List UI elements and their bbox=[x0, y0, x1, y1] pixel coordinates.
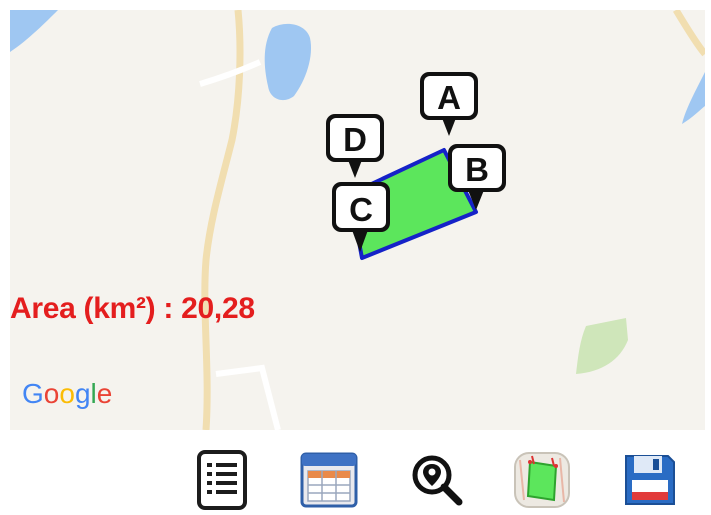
marker-d-pointer bbox=[348, 160, 362, 178]
marker-b-inner bbox=[452, 148, 502, 188]
list-icon bbox=[197, 450, 247, 510]
marker-a-pointer bbox=[442, 118, 456, 136]
road-main bbox=[201, 10, 244, 430]
table-button[interactable] bbox=[299, 450, 359, 510]
marker-a[interactable]: A bbox=[420, 72, 478, 136]
field-polygon-button[interactable] bbox=[512, 450, 572, 510]
google-letter: g bbox=[74, 378, 91, 409]
google-letter: o bbox=[43, 378, 60, 409]
location-search-icon bbox=[412, 455, 463, 506]
marker-d-label: D bbox=[343, 121, 367, 158]
marker-a-inner bbox=[424, 76, 474, 116]
marker-a-label: A bbox=[437, 79, 461, 116]
marker-d[interactable]: D bbox=[326, 114, 384, 178]
table-icon bbox=[300, 452, 358, 508]
map-canvas[interactable]: A D B C bbox=[10, 10, 705, 430]
save-icon bbox=[625, 455, 675, 505]
road-white-top bbox=[199, 59, 262, 87]
google-letter: e bbox=[96, 378, 113, 409]
road-top-right bbox=[672, 10, 705, 57]
field-polygon-icon bbox=[514, 452, 570, 508]
marker-c-label: C bbox=[349, 191, 373, 228]
marker-c-inner bbox=[336, 186, 386, 228]
marker-d-inner bbox=[330, 118, 380, 158]
area-measurement-label: Area (km²) : 20,28 bbox=[10, 292, 255, 325]
water-top-left bbox=[10, 10, 58, 52]
location-search-button[interactable] bbox=[407, 450, 467, 510]
list-button[interactable] bbox=[192, 450, 252, 510]
water-right bbox=[682, 72, 705, 124]
marker-b[interactable]: B bbox=[448, 144, 506, 210]
marker-b-label: B bbox=[465, 151, 489, 188]
save-button[interactable] bbox=[620, 450, 680, 510]
map-view[interactable]: A D B C Area bbox=[10, 10, 705, 430]
google-letter: o bbox=[59, 378, 75, 409]
road-white-bottom bbox=[215, 364, 281, 430]
google-letter: l bbox=[90, 378, 97, 409]
google-letter: G bbox=[22, 378, 44, 409]
marker-c[interactable]: C bbox=[332, 182, 390, 252]
water-lake bbox=[264, 23, 312, 101]
park-area bbox=[576, 318, 628, 374]
google-attribution: Google bbox=[22, 378, 112, 410]
bottom-toolbar bbox=[0, 430, 711, 515]
marker-b-pointer bbox=[468, 190, 484, 210]
marker-c-pointer bbox=[352, 230, 368, 252]
